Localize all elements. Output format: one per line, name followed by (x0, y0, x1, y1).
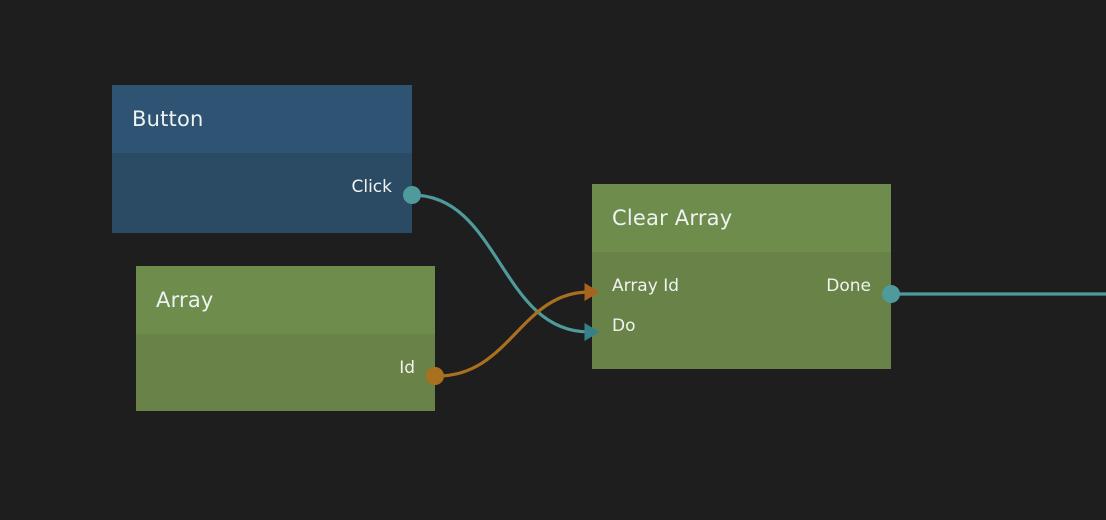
output-pin-click-connector-icon[interactable] (403, 186, 421, 204)
pin-label-output-done: Done (826, 275, 871, 296)
input-pin-do-connector-icon[interactable] (584, 323, 600, 341)
pin-label-spacer (132, 179, 137, 196)
pin-label-output-id: Id (399, 357, 415, 378)
pin-label-spacer (866, 318, 871, 335)
node-button[interactable]: Button Click (112, 85, 412, 233)
node-array[interactable]: Array Id (136, 266, 435, 411)
pin-label-spacer (156, 360, 161, 377)
pin-row: Array Id Done (592, 266, 891, 306)
pin-label-input-array-id: Array Id (612, 275, 679, 296)
input-pin-array-id-connector-icon[interactable] (584, 283, 600, 301)
node-body-button: Click (112, 153, 412, 233)
node-body-array: Id (136, 334, 435, 411)
pin-row: Click (112, 167, 412, 207)
output-pin-done-connector-icon[interactable] (882, 285, 900, 303)
pin-row: Do (592, 306, 891, 346)
edge-wire[interactable] (410, 193, 591, 334)
pin-label-output-click: Click (351, 176, 392, 197)
pin-row: Id (136, 348, 435, 388)
output-pin-id-connector-icon[interactable] (426, 367, 444, 385)
node-title-clear-array[interactable]: Clear Array (592, 184, 891, 252)
node-title-array[interactable]: Array (136, 266, 435, 334)
pin-label-input-do: Do (612, 315, 636, 336)
edge-wire[interactable] (433, 290, 591, 378)
node-title-button[interactable]: Button (112, 85, 412, 153)
